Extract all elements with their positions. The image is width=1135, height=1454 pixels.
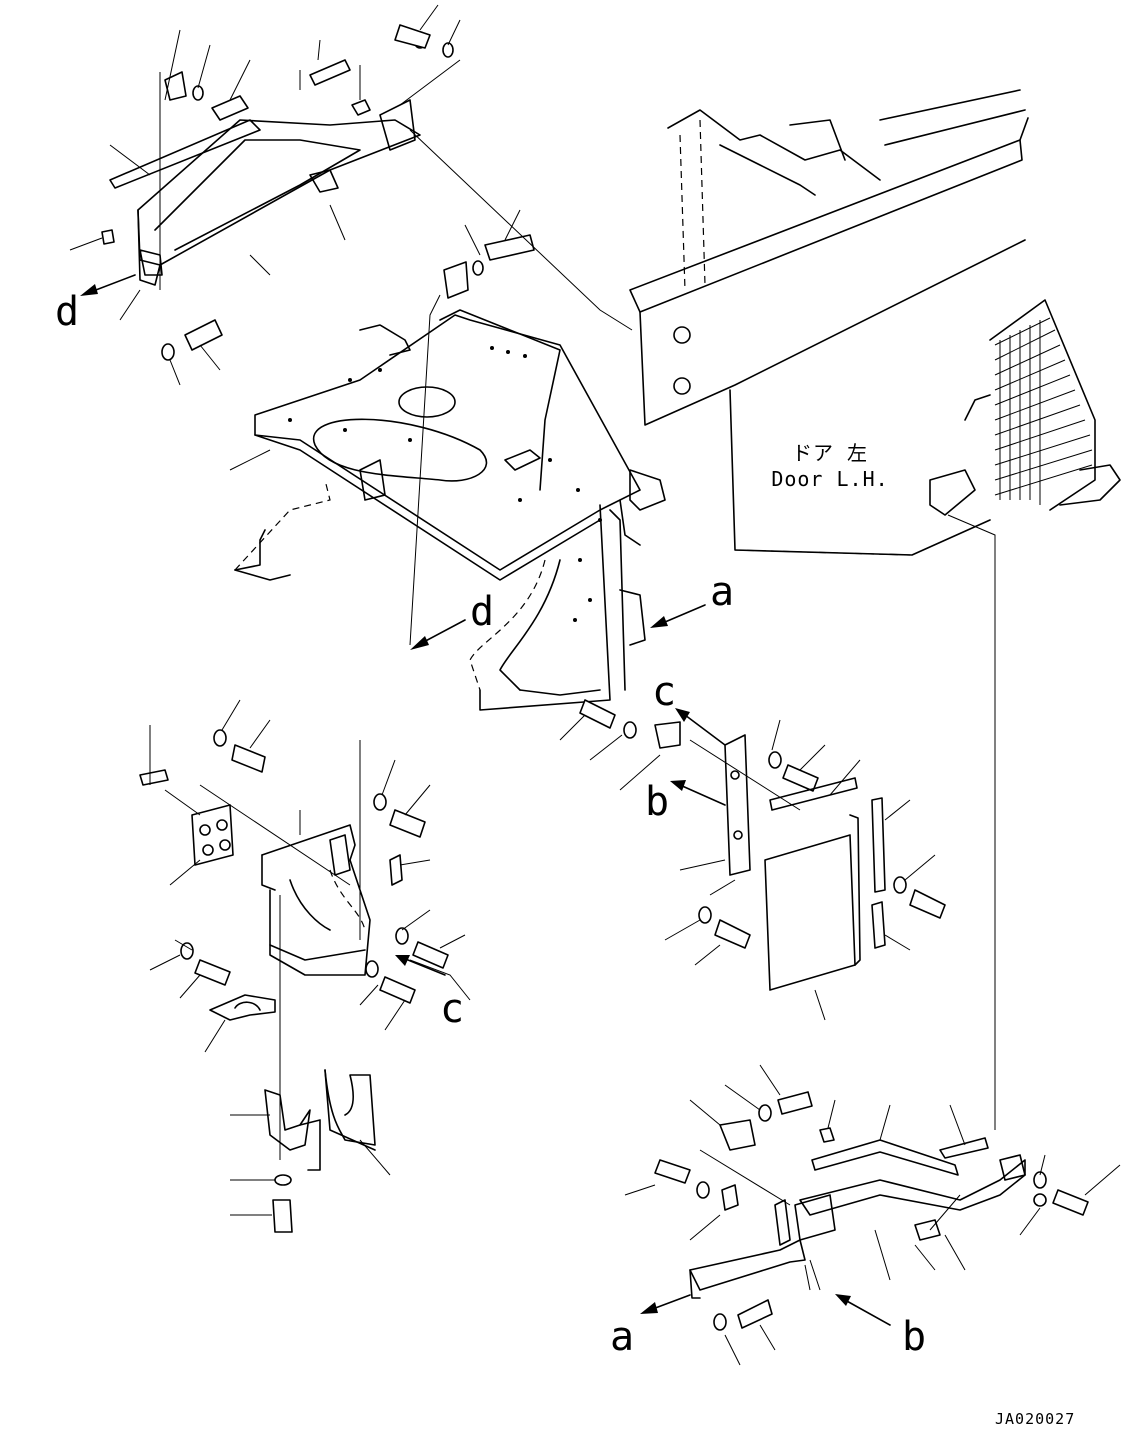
door-plate-assembly: c b [559,669,946,1021]
callout-a-lower-label: a [610,1314,634,1360]
bracket-assembly: c [139,699,471,1160]
callout-d-center: d [410,589,494,650]
callout-d-top: d [55,274,136,335]
callout-c-right-label: c [652,669,676,715]
door-label-en: Door L.H. [771,467,888,491]
handrail-lower: a b [610,1064,1121,1366]
grille [929,299,1121,1130]
cab-body [629,89,1029,556]
floor-frame [229,309,666,711]
callout-d-center-label: d [470,589,494,635]
callout-d-top-label: d [55,289,79,335]
callout-b-upper-label: b [645,779,669,825]
callout-a-center: a [650,569,734,628]
callout-c-left-label: c [440,986,464,1032]
callout-a-center-label: a [710,569,734,615]
door-label-jp: ドア 左 [792,441,868,465]
drawing-code: JA020027 [995,1410,1075,1428]
lower-brackets [230,1069,391,1233]
handrail-upper [69,4,633,646]
callout-b-lower-label: b [902,1314,926,1360]
